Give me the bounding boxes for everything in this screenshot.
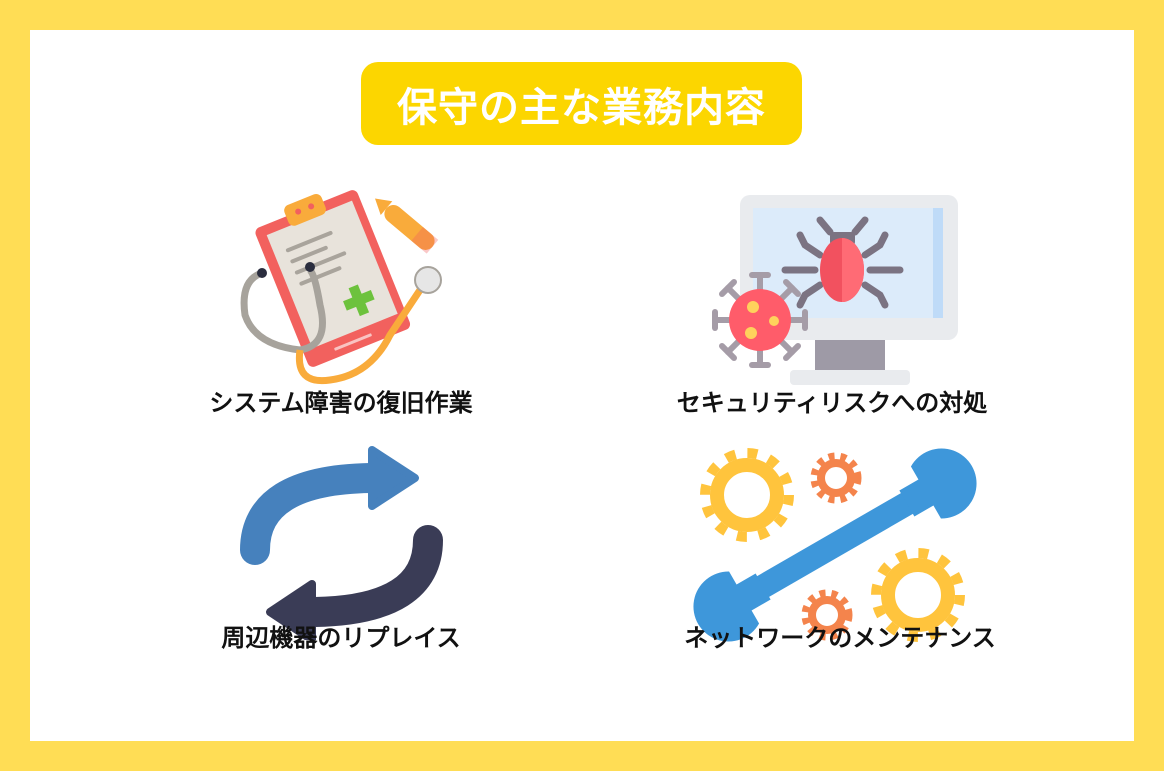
wrench-gears-icon [693,448,977,642]
clipboard-stethoscope-icon [240,190,442,385]
item-label: ネットワークのメンテナンス [684,624,996,652]
computer-bug-virus-icon [712,195,958,385]
replace-arrows-icon [240,446,443,640]
item-label: 周辺機器のリプレイス [221,624,461,652]
item-network-maintenance: ネットワークのメンテナンス [630,440,1050,680]
item-label: セキュリティリスクへの対処 [676,389,988,417]
item-peripheral-replace: 周辺機器のリプレイス [131,440,551,680]
item-label: システム障害の復旧作業 [209,389,473,417]
item-system-recovery: システム障害の復旧作業 [131,180,551,420]
item-security-risk: セキュリティリスクへの対処 [622,180,1042,420]
title-banner: 保守の主な業務内容 [361,62,802,145]
page-title: 保守の主な業務内容 [397,84,766,131]
